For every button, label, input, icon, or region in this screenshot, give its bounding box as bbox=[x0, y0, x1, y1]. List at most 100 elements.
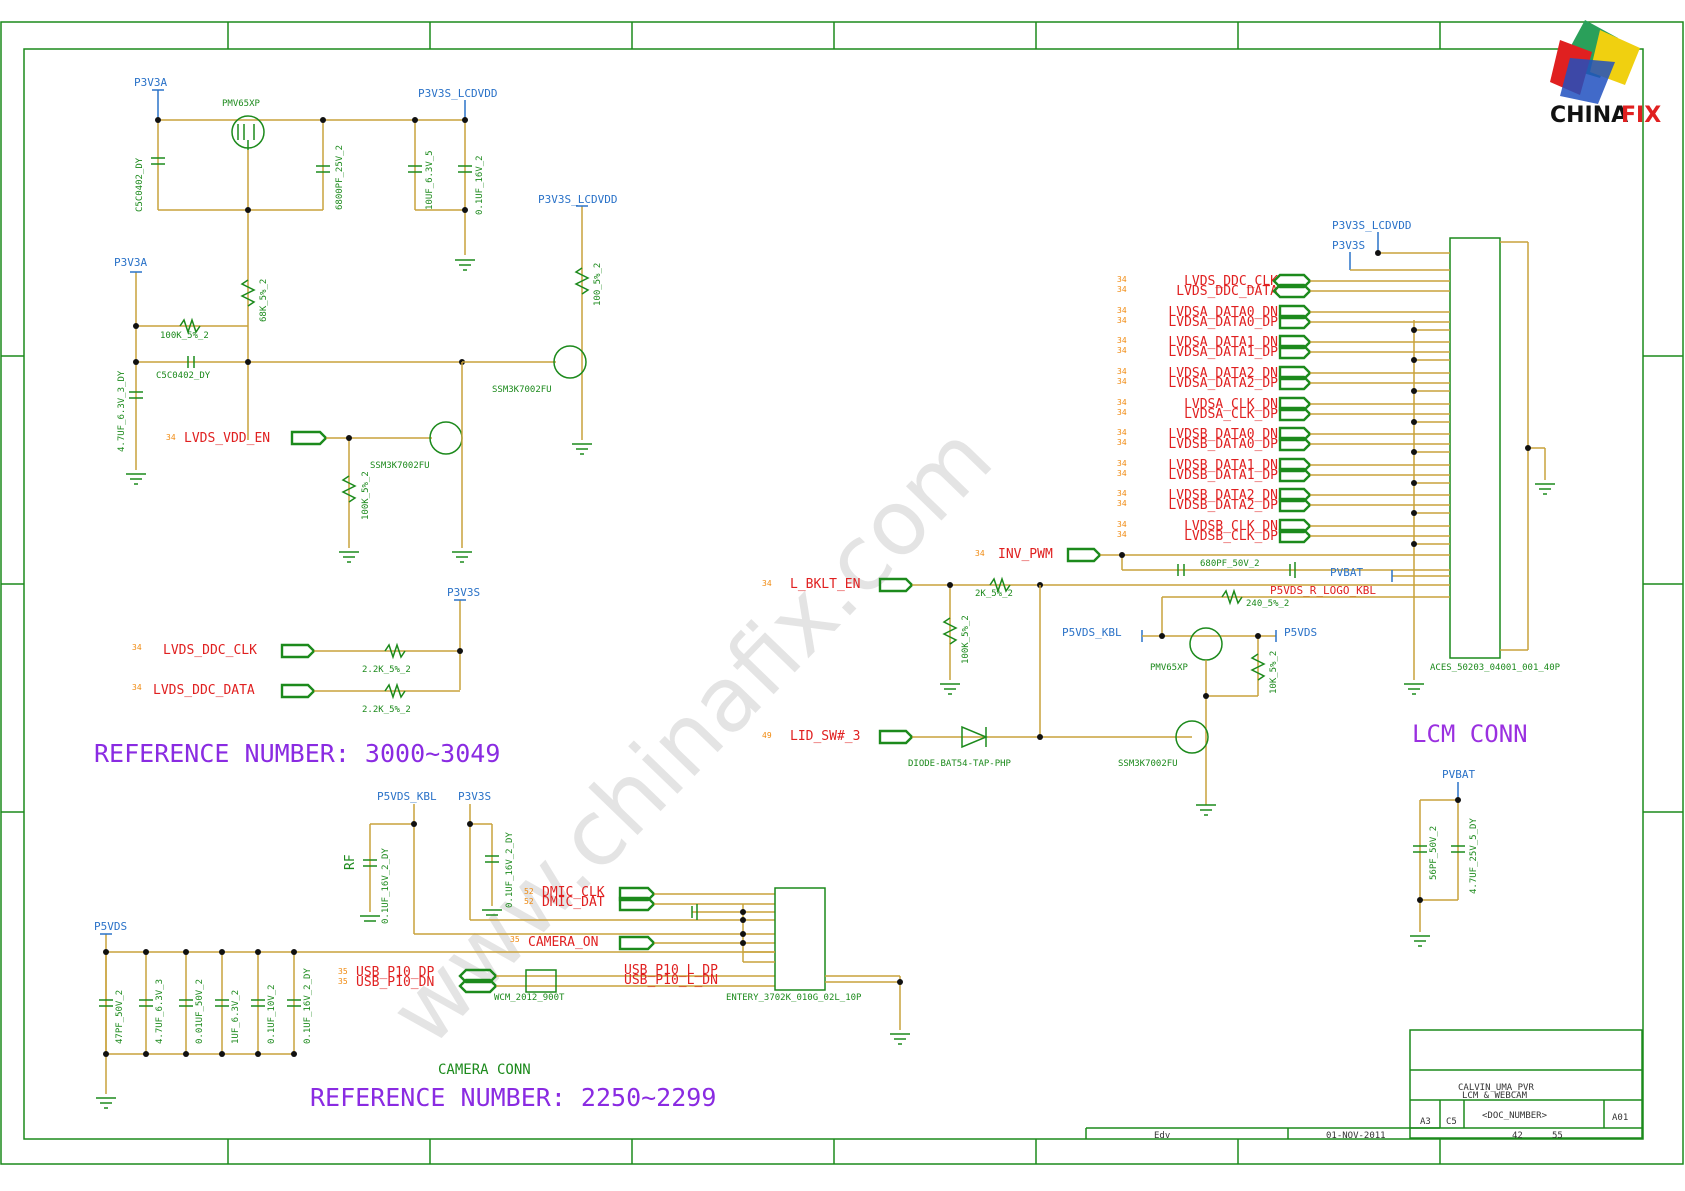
net-pvbat-1: PVBAT bbox=[1330, 566, 1363, 579]
sig-inv-pwm: INV_PWM bbox=[998, 547, 1053, 562]
net-p3v3s-lcdvdd-2: P3V3S_LCDVDD bbox=[538, 193, 617, 206]
title-block: CALVIN_UMA_PVR LCM & WEBCAM <DOC_NUMBER>… bbox=[1085, 1029, 1643, 1141]
lcm-title: LCM CONN bbox=[1412, 720, 1528, 748]
lvds-signal-a: LVDSA_DATA1_DN bbox=[1168, 335, 1278, 350]
tb-size: A3 bbox=[1420, 1117, 1431, 1127]
lvds-gnd-dot bbox=[1411, 388, 1417, 394]
r-2k: 2K_5%_2 bbox=[975, 589, 1013, 599]
tb-sheet-code: C5 bbox=[1446, 1117, 1457, 1127]
lvds-signal-b: LVDS_DDC_DATA bbox=[1176, 284, 1278, 299]
lvds-gnd-dot bbox=[1411, 480, 1417, 486]
lvds-signal-b: LVDSB_DATA1_DP bbox=[1168, 468, 1278, 483]
camera-conn-body bbox=[774, 887, 826, 991]
logo-text-main: CHINA bbox=[1550, 103, 1628, 128]
lvds-gnd-dot bbox=[1411, 510, 1417, 516]
sig-lid-sw: LID_SW#_3 bbox=[790, 729, 860, 744]
reference-top: REFERENCE NUMBER: 3000~3049 bbox=[94, 739, 500, 768]
lcm-conn-body bbox=[1449, 237, 1501, 659]
c-56pf: 56PF_50V_2 bbox=[1429, 826, 1439, 880]
camera-cap-label: 1UF_6.3V_2 bbox=[231, 990, 241, 1044]
page-34-d: 34 bbox=[975, 549, 985, 558]
net-p3v3s-2: P3V3S bbox=[1332, 239, 1365, 252]
camera-cap-label: 0.1UF_16V_2_DY bbox=[303, 968, 313, 1044]
lvds-signal-b: LVDSA_CLK_DP bbox=[1184, 407, 1278, 422]
lcm-conn-part: ACES_50203_04001_001_40P bbox=[1430, 663, 1561, 673]
sig-camera-on: CAMERA_ON bbox=[528, 935, 598, 950]
camera-decoupling-cap: 47PF_50V_2 bbox=[99, 949, 125, 1057]
lvds-page-b: 34 bbox=[1117, 346, 1127, 355]
lvds-gnd-dot bbox=[1411, 449, 1417, 455]
net-p5vds-1: P5VDS bbox=[1284, 626, 1317, 639]
camera-cap-label: 0.1UF_10V_2 bbox=[267, 984, 277, 1044]
tb-sheet: 42 bbox=[1512, 1131, 1523, 1141]
c-680pf: 680PF_50V_2 bbox=[1200, 559, 1260, 569]
camera-conn-part: ENTERY_3702K_010G_02L_10P bbox=[726, 993, 862, 1003]
lvds-signal-b: LVDSA_DATA1_DP bbox=[1168, 345, 1278, 360]
net-p3v3s-lcdvdd-1: P3V3S_LCDVDD bbox=[418, 87, 497, 100]
diode: DIODE-BAT54-TAP-PHP bbox=[908, 759, 1012, 769]
r-10k: 10K_5%_2 bbox=[1269, 651, 1279, 694]
lvds-signal-a: LVDSA_DATA0_DN bbox=[1168, 305, 1278, 320]
net-p5vds-r-logo-kbl: P5VDS_R_LOGO_KBL bbox=[1270, 584, 1376, 597]
camera-decoupling-cap: 4.7UF_6.3V_3 bbox=[139, 949, 165, 1057]
page-34-c: 34 bbox=[132, 683, 142, 692]
lvds-page-a: 34 bbox=[1117, 428, 1127, 437]
r-100-v: 100_5%_2 bbox=[593, 263, 603, 306]
c-4p7: 4.7UF_6.3V_3_DY bbox=[117, 370, 127, 452]
q-ssm-3: SSM3K7002FU bbox=[1118, 759, 1178, 769]
sig-l-bklt-en: L_BKLT_EN bbox=[790, 577, 860, 592]
lvds-port-b bbox=[1278, 375, 1312, 391]
r-100k-h: 100K_5%_2 bbox=[160, 331, 209, 341]
tb-subtitle: LCM & WEBCAM bbox=[1462, 1091, 1528, 1101]
lvds-signal-b: LVDSA_DATA0_DP bbox=[1168, 315, 1278, 330]
c-4p7-25: 4.7UF_25V_5_DY bbox=[1469, 818, 1479, 894]
page-52-b: 52 bbox=[524, 897, 534, 906]
q-pmv65xp-1: PMV65XP bbox=[222, 99, 261, 109]
tb-rev: A01 bbox=[1612, 1113, 1628, 1123]
lvds-page-b: 34 bbox=[1117, 408, 1127, 417]
camera-decoupling-cap: 0.1UF_10V_2 bbox=[251, 949, 277, 1057]
lvds-page-a: 34 bbox=[1117, 520, 1127, 529]
page-35-a: 35 bbox=[510, 935, 520, 944]
sig-dmic-dat: DMIC_DAT bbox=[542, 895, 605, 910]
c-top-left: C5C0402_DY bbox=[135, 157, 145, 212]
lcd-power-switch: P3V3A PMV65XP C5C0402_DY 6800PF_25V_2 10… bbox=[114, 76, 617, 563]
lvds-page-b: 34 bbox=[1117, 530, 1127, 539]
lvds-gnd-dot bbox=[1411, 419, 1417, 425]
ddc-pullups: P3V3S 34 LVDS_DDC_CLK 2.2K_5%_2 34 LVDS_… bbox=[132, 586, 480, 715]
camera-section: RF P5VDS_KBL P3V3S 0.1UF_16V_2_DY 0.1UF_… bbox=[94, 790, 910, 1109]
camera-cap-label: 47PF_50V_2 bbox=[115, 990, 125, 1044]
lvds-signal-a: LVDSB_DATA0_DN bbox=[1168, 427, 1278, 442]
reference-bottom: REFERENCE NUMBER: 2250~2299 bbox=[310, 1083, 716, 1112]
page-34-b: 34 bbox=[132, 643, 142, 652]
r-240: 240_5%_2 bbox=[1246, 599, 1289, 609]
c-01uf: 0.1UF_16V_2 bbox=[475, 155, 485, 215]
lvds-page-a: 34 bbox=[1117, 489, 1127, 498]
lvds-port-b bbox=[1278, 406, 1312, 422]
lvds-signal-a: LVDSA_CLK_DN bbox=[1184, 397, 1278, 412]
sig-usb-p10-dp: USB_P10_DP bbox=[356, 965, 434, 980]
net-p3v3s-1: P3V3S bbox=[447, 586, 480, 599]
q-ssm-1: SSM3K7002FU bbox=[492, 385, 552, 395]
camera-decoupling-cap: 0.1UF_16V_2_DY bbox=[287, 949, 313, 1057]
lvds-page-b: 34 bbox=[1117, 316, 1127, 325]
r-2k2-2: 2.2K_5%_2 bbox=[362, 705, 411, 715]
lvds-signal-b: LVDSA_DATA2_DP bbox=[1168, 376, 1278, 391]
c-rf-1: 0.1UF_16V_2_DY bbox=[381, 848, 391, 924]
camera-cap-label: 0.01UF_50V_2 bbox=[195, 979, 205, 1044]
lvds-port-b bbox=[1278, 467, 1312, 483]
tb-of: 55 bbox=[1552, 1131, 1563, 1141]
chinafix-logo: CHINA FIX bbox=[1550, 20, 1661, 128]
lvds-page-b: 34 bbox=[1117, 377, 1127, 386]
page-49: 49 bbox=[762, 731, 772, 740]
lvds-page-a: 34 bbox=[1117, 459, 1127, 468]
rf-label: RF bbox=[343, 854, 358, 870]
lvds-port-b bbox=[1278, 497, 1312, 513]
q-ssm-2: SSM3K7002FU bbox=[370, 461, 430, 471]
tb-project: CALVIN_UMA_PVR bbox=[1458, 1083, 1534, 1093]
